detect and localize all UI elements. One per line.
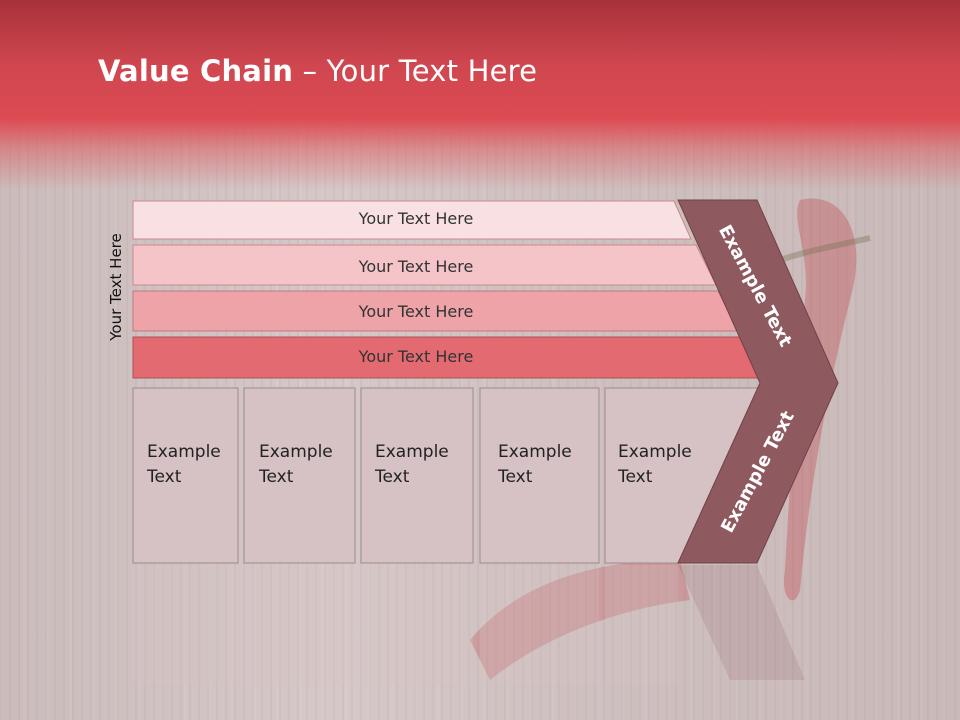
cell-text-line: Text	[375, 467, 410, 487]
cell-shape-1	[132, 387, 239, 564]
pepper-stem-decoration	[779, 235, 871, 263]
cell-reflection-5	[605, 565, 678, 685]
row-shape-1	[132, 200, 692, 240]
cell-shape-3	[360, 387, 474, 564]
slide-title: Value Chain – Your Text Here	[98, 54, 537, 88]
header-band	[0, 0, 960, 190]
cell-text-line: Text	[259, 467, 294, 487]
cell-text-line: Example	[259, 442, 333, 462]
slide-title-bold: Value Chain	[98, 54, 294, 88]
cell-text-line: Text	[498, 467, 533, 487]
row-label-2: Your Text Here	[358, 257, 474, 276]
cell-text-line: Example	[618, 442, 692, 462]
row-label-4: Your Text Here	[358, 347, 474, 366]
cell-text-line: Example	[375, 442, 449, 462]
arrow-reflection	[678, 565, 805, 680]
cell-text-line: Text	[618, 467, 653, 487]
margin-arrow	[677, 199, 839, 564]
cell-text-line: Example	[147, 442, 221, 462]
cell-text-line: Text	[147, 467, 182, 487]
row-label-1: Your Text Here	[358, 209, 474, 228]
cell-text-line: Example	[498, 442, 572, 462]
cell-shape-4	[479, 387, 600, 564]
cell-reflection-4	[480, 565, 599, 685]
pepper-decoration-lower	[470, 560, 690, 680]
slide-title-rest: – Your Text Here	[293, 54, 538, 88]
cell-reflection-2	[244, 565, 355, 685]
row-label-3: Your Text Here	[358, 302, 474, 321]
cell-reflection-1	[133, 565, 238, 685]
cell-shape-2	[243, 387, 356, 564]
cell-reflection-3	[361, 565, 473, 685]
